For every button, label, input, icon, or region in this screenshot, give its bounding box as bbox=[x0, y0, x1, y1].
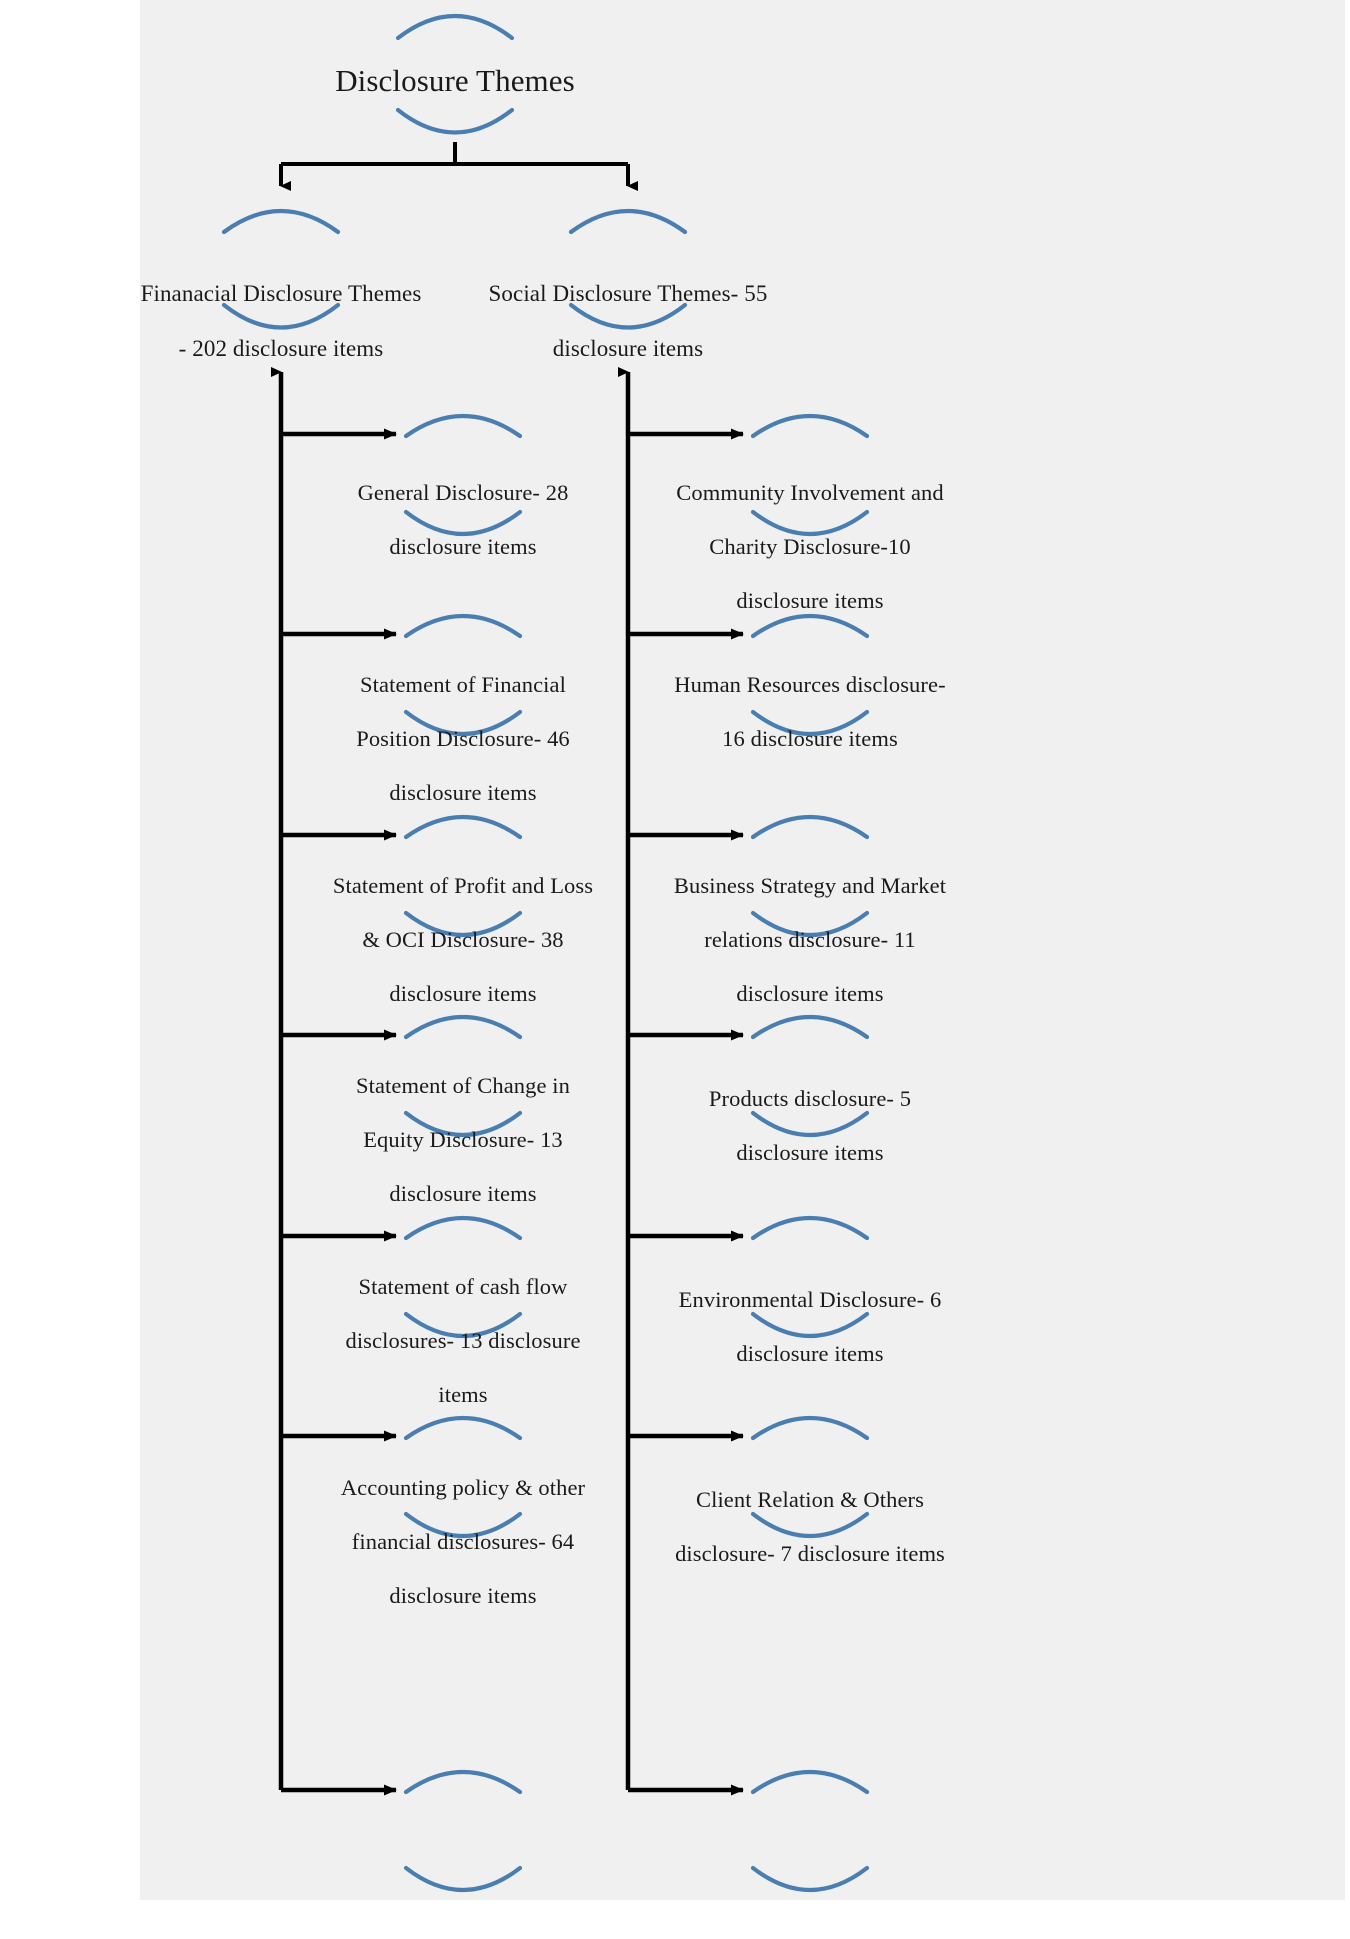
branch-financial-line1: Finanacial Disclosure Themes bbox=[140, 280, 422, 306]
leaf-line3: disclosure items bbox=[389, 780, 537, 805]
node-leaf-statement-profit-loss-oci[interactable]: Statement of Profit and Loss & OCI Discl… bbox=[323, 845, 603, 1034]
node-leaf-environmental[interactable]: Environmental Disclosure- 6 disclosure i… bbox=[667, 1259, 953, 1421]
leaf-line1: Statement of Change in bbox=[355, 1073, 571, 1098]
node-leaf-general-disclosure[interactable]: General Disclosure- 28 disclosure items bbox=[333, 452, 593, 614]
leaf-line3: disclosure items bbox=[389, 981, 537, 1006]
leaf-line2: relations disclosure- 11 bbox=[704, 927, 916, 952]
leaf-line2: disclosure items bbox=[736, 1341, 884, 1366]
node-leaf-statement-change-equity[interactable]: Statement of Change in Equity Disclosure… bbox=[333, 1045, 593, 1234]
leaf-line1: Statement of cash flow bbox=[358, 1274, 568, 1299]
leaf-line3: disclosure items bbox=[389, 1583, 537, 1608]
leaf-line1: Accounting policy & other bbox=[340, 1475, 586, 1500]
leaf-line2: disclosure- 7 disclosure items bbox=[675, 1541, 945, 1566]
leaf-line2: disclosure items bbox=[389, 534, 537, 559]
node-leaf-products[interactable]: Products disclosure- 5 disclosure items bbox=[680, 1058, 940, 1220]
leaf-line1: Human Resources disclosure- bbox=[674, 672, 946, 697]
leaf-line3: disclosure items bbox=[736, 588, 884, 613]
leaf-line2: Position Disclosure- 46 bbox=[356, 726, 570, 751]
leaf-line2: disclosure items bbox=[736, 1140, 884, 1165]
leaf-line2: 16 disclosure items bbox=[722, 726, 898, 751]
node-leaf-business-strategy-market-relations[interactable]: Business Strategy and Market relations d… bbox=[665, 845, 955, 1034]
branch-social-line2: disclosure items bbox=[552, 335, 704, 361]
branch-financial-line2: - 202 disclosure items bbox=[178, 335, 384, 361]
diagram-panel-background bbox=[140, 0, 1345, 1900]
leaf-line1: Business Strategy and Market bbox=[673, 873, 947, 898]
node-leaf-statement-financial-position[interactable]: Statement of Financial Position Disclosu… bbox=[333, 644, 593, 833]
leaf-line1: Client Relation & Others bbox=[696, 1487, 924, 1512]
leaf-line1: Products disclosure- 5 bbox=[708, 1086, 912, 1111]
node-root-label[interactable]: Disclosure Themes bbox=[335, 63, 575, 98]
node-leaf-human-resources[interactable]: Human Resources disclosure- 16 disclosur… bbox=[667, 644, 953, 806]
leaf-line2: Equity Disclosure- 13 bbox=[363, 1127, 563, 1152]
leaf-line2: financial disclosures- 64 bbox=[351, 1529, 575, 1554]
leaf-line2: & OCI Disclosure- 38 bbox=[362, 927, 564, 952]
leaf-line2: disclosures- 13 disclosure bbox=[345, 1328, 581, 1353]
node-leaf-client-relation-others[interactable]: Client Relation & Others disclosure- 7 d… bbox=[665, 1459, 955, 1621]
leaf-line2: Charity Disclosure-10 bbox=[709, 534, 911, 559]
leaf-line3: items bbox=[438, 1382, 488, 1407]
node-branch-social-label[interactable]: Social Disclosure Themes- 55 disclosure … bbox=[478, 252, 778, 390]
leaf-line1: General Disclosure- 28 bbox=[357, 480, 569, 505]
leaf-line1: Community Involvement and bbox=[676, 480, 944, 505]
node-leaf-community-involvement-charity[interactable]: Community Involvement and Charity Disclo… bbox=[667, 452, 953, 641]
branch-social-line1: Social Disclosure Themes- 55 bbox=[488, 280, 768, 306]
node-leaf-statement-cash-flow[interactable]: Statement of cash flow disclosures- 13 d… bbox=[330, 1246, 596, 1435]
leaf-line3: disclosure items bbox=[736, 981, 884, 1006]
node-branch-financial-label[interactable]: Finanacial Disclosure Themes - 202 discl… bbox=[131, 252, 431, 390]
leaf-line1: Environmental Disclosure- 6 bbox=[678, 1287, 942, 1312]
node-leaf-accounting-policy-other[interactable]: Accounting policy & other financial disc… bbox=[330, 1447, 596, 1636]
leaf-line3: disclosure items bbox=[389, 1181, 537, 1206]
leaf-line1: Statement of Profit and Loss bbox=[332, 873, 594, 898]
leaf-line1: Statement of Financial bbox=[360, 672, 566, 697]
